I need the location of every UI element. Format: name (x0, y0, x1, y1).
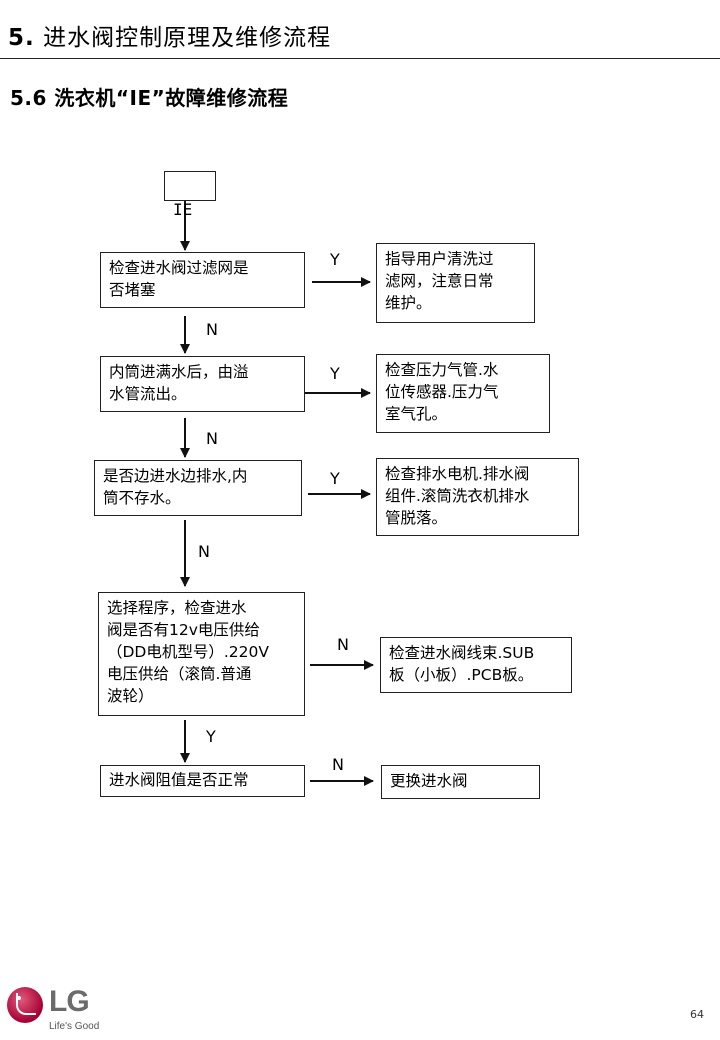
action-box-2: 检查压力气管.水 位传感器.压力气 室气孔。 (376, 354, 550, 433)
header-divider (0, 58, 720, 59)
branch-label-2: Y (330, 364, 340, 383)
branch-label-4: N (337, 635, 349, 654)
question-box-3: 是否边进水边排水,内 筒不存水。 (94, 460, 302, 516)
action-box-3: 检查排水电机.排水阀 组件.滚筒洗衣机排水 管脱落。 (376, 458, 579, 536)
question-box-4: 选择程序，检查进水 阀是否有12v电压供给 （DD电机型号）.220V 电压供给… (98, 592, 305, 716)
next-label-2: N (206, 429, 218, 448)
action-box-4: 检查进水阀线束.SUB 板（小板）.PCB板。 (380, 637, 572, 693)
logo-tagline: Life's Good (49, 1021, 100, 1032)
page-subtitle: 5.6 洗衣机“IE”故障维修流程 (10, 86, 289, 110)
next-label-3: N (198, 542, 210, 561)
lg-face-curve-icon (16, 993, 36, 1015)
question-box-2: 内筒进满水后，由溢 水管流出。 (100, 356, 305, 412)
section-header: 5. 进水阀控制原理及维修流程 (8, 18, 331, 52)
next-label-1: N (206, 320, 218, 339)
start-label: IE (173, 200, 193, 219)
start-box-ie: IE (164, 171, 216, 219)
section-number: 5. (8, 25, 35, 51)
section-title: 进水阀控制原理及维修流程 (43, 25, 332, 51)
lg-logo: LG Life's Good (7, 985, 117, 1035)
action-box-1: 指导用户清洗过 滤网，注意日常 维护。 (376, 243, 535, 323)
branch-label-5: N (332, 755, 344, 774)
logo-brand-text: LG (49, 985, 90, 1018)
branch-label-3: Y (330, 469, 340, 488)
next-label-4: Y (206, 727, 216, 746)
action-box-5: 更换进水阀 (381, 765, 540, 799)
branch-label-1: Y (330, 250, 340, 269)
page-number: 64 (690, 1008, 704, 1021)
question-box-1: 检查进水阀过滤网是 否堵塞 (100, 252, 305, 308)
question-box-5: 进水阀阻值是否正常 (100, 765, 305, 797)
